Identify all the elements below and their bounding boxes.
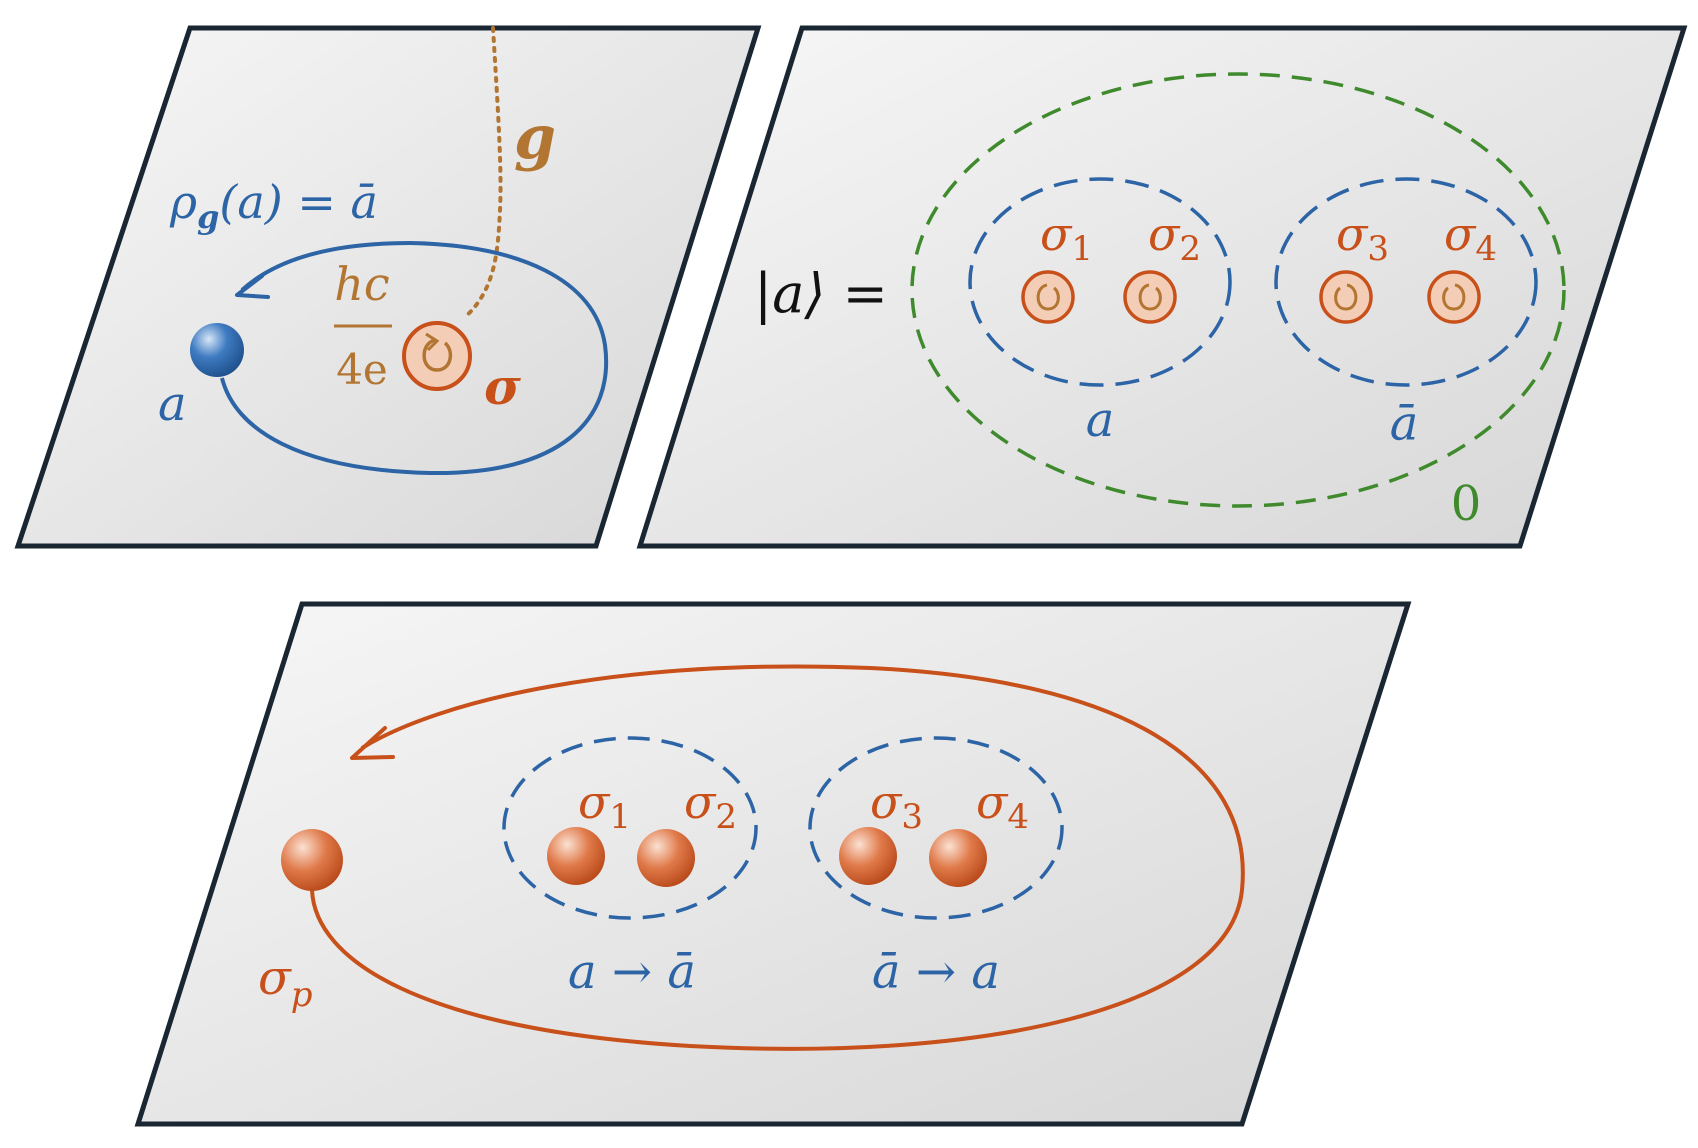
ball-sigma1 <box>547 827 605 885</box>
group-abar-ellipse <box>1274 177 1538 387</box>
c-sigma3-label: σ3 <box>870 775 923 837</box>
sigma1-label: σ1 <box>1040 207 1093 269</box>
vortex-sigma3 <box>1319 270 1373 324</box>
loop-arrow-head <box>235 274 270 299</box>
ball-sigma2 <box>637 829 695 887</box>
vortex-sigma4 <box>1427 270 1481 324</box>
gauge-flux-line <box>462 26 503 320</box>
g-label: g <box>514 103 556 173</box>
vortex-arrow-icon <box>425 332 440 352</box>
sigma3-label: σ3 <box>1336 207 1389 269</box>
anyon-a-ball <box>190 323 244 377</box>
ket-label: |a⟩ = <box>754 262 888 325</box>
sigma2-label: σ2 <box>1148 207 1201 269</box>
group-right-ellipse <box>808 736 1064 920</box>
sigma-vortex <box>402 321 472 391</box>
circulation-icon <box>1442 283 1466 311</box>
panel-c-plane <box>134 601 1412 1127</box>
vortex-sigma1 <box>1021 270 1075 324</box>
vacuum-label: 0 <box>1451 476 1482 532</box>
ball-sigma3 <box>839 827 897 885</box>
ball-sigma4 <box>929 829 987 887</box>
probe-loop-arrow-head <box>350 726 395 760</box>
probe-loop-path <box>310 664 1245 1051</box>
flux-numerator: hc <box>334 257 389 311</box>
group-left-label: a → ā <box>568 944 696 1000</box>
rho-formula: ρg(a) = ā <box>169 175 378 236</box>
panel-c: σ1 σ2 σ3 σ4 a → ā ā → a σp <box>134 601 1412 1127</box>
c-sigma1-label: σ1 <box>578 775 631 837</box>
panel-b: σ1 σ2 σ3 σ4 |a⟩ = a ā 0 <box>636 25 1688 549</box>
group-left-ellipse <box>502 736 758 920</box>
flux-denominator: 4e <box>336 345 388 394</box>
probe-label: σp <box>258 950 313 1015</box>
panel-a-plane <box>14 25 762 549</box>
group-abar-label: ā <box>1390 396 1419 452</box>
c-sigma2-label: σ2 <box>684 775 737 837</box>
vacuum-fusion-ellipse <box>910 72 1566 508</box>
probe-sigma-ball <box>281 829 343 891</box>
anyon-a-label: a <box>158 376 187 432</box>
group-a-label: a <box>1086 392 1115 448</box>
group-a-ellipse <box>968 177 1232 387</box>
panel-a: hc 4e g ρg(a) = ā σ a <box>14 25 762 549</box>
group-right-label: ā → a <box>872 944 1000 1000</box>
anyon-loop-path <box>220 240 609 476</box>
circulation-icon <box>1036 283 1060 311</box>
circulation-icon <box>1138 283 1162 311</box>
sigma4-label: σ4 <box>1444 207 1497 269</box>
vortex-circulation-icon <box>422 338 453 372</box>
sigma-label: σ <box>484 357 521 416</box>
circulation-icon <box>1334 283 1358 311</box>
c-sigma4-label: σ4 <box>976 775 1029 837</box>
vortex-sigma2 <box>1123 270 1177 324</box>
